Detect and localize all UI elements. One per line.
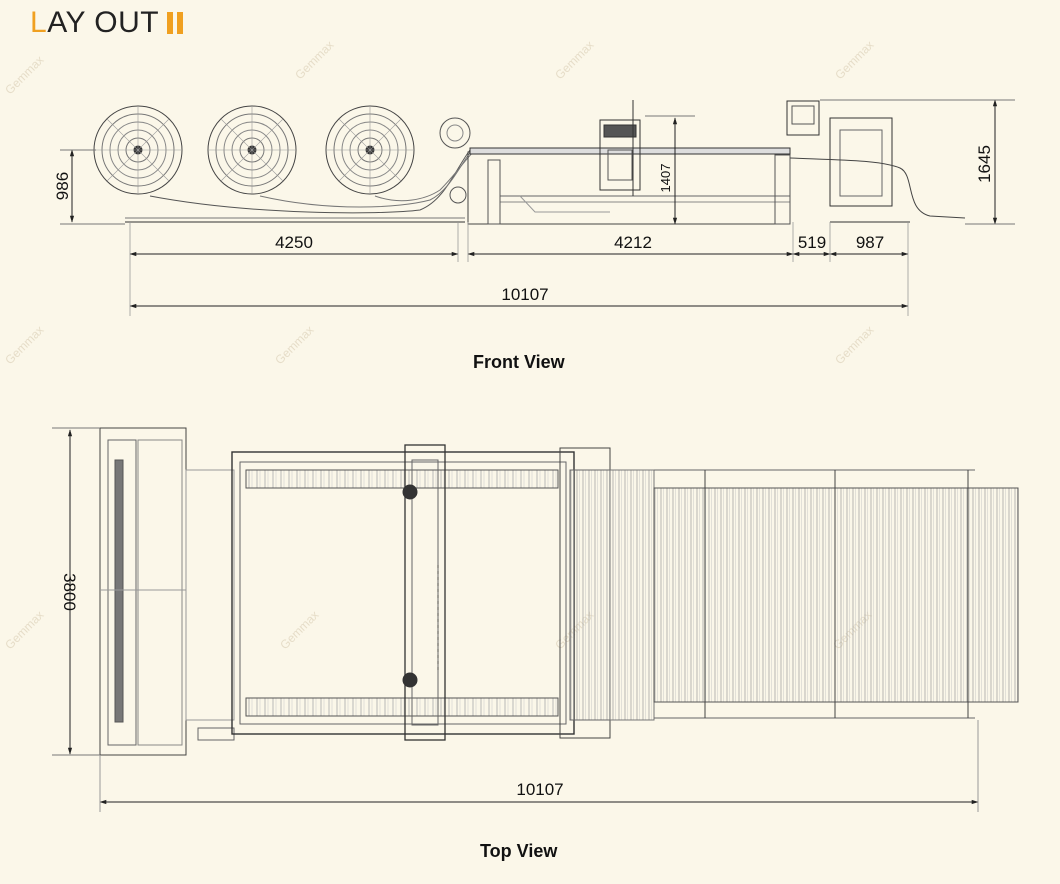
dim-overall-height: 1645 bbox=[975, 145, 994, 183]
front-view-dimension-labels: 986 1645 1407 4250 4212 519 987 10107 bbox=[53, 145, 994, 304]
title-accent-bars bbox=[167, 12, 185, 34]
title-first-letter: L bbox=[30, 6, 48, 39]
watermark: Gemmax bbox=[2, 53, 46, 97]
watermark: Gemmax bbox=[832, 323, 876, 367]
coil-2 bbox=[207, 105, 297, 195]
dim-width: 3800 bbox=[60, 573, 79, 611]
top-view-dimensions bbox=[52, 427, 979, 812]
dim-section-a: 519 bbox=[798, 233, 826, 252]
watermark: Gemmax bbox=[2, 323, 46, 367]
top-view-caption: Top View bbox=[480, 841, 558, 861]
dim-machine-section: 4212 bbox=[614, 233, 652, 252]
dim-total-length-top: 10107 bbox=[516, 780, 563, 799]
watermark: Gemmax bbox=[552, 38, 596, 82]
watermark: Gemmax bbox=[272, 323, 316, 367]
dim-coil-section: 4250 bbox=[275, 233, 313, 252]
front-view-dimensions bbox=[60, 99, 1015, 316]
watermark: Gemmax bbox=[832, 38, 876, 82]
title-text: AY OUT bbox=[47, 6, 160, 39]
watermark: Gemmax bbox=[292, 38, 336, 82]
dim-mast-height: 1407 bbox=[658, 164, 673, 193]
coil-3 bbox=[325, 105, 415, 195]
top-view-drawing bbox=[99, 427, 1019, 756]
layout-title: LAY OUT bbox=[30, 6, 159, 40]
dim-section-b: 987 bbox=[856, 233, 884, 252]
front-view-caption: Front View bbox=[473, 352, 565, 372]
dim-total-length-front: 10107 bbox=[501, 285, 548, 304]
top-view-dimension-labels: 3800 10107 bbox=[60, 573, 564, 799]
watermark: Gemmax bbox=[2, 608, 46, 652]
front-view-drawing bbox=[93, 100, 966, 225]
coil-1 bbox=[93, 105, 183, 195]
dim-height-left: 986 bbox=[53, 172, 72, 200]
watermark: Gemmax bbox=[277, 608, 321, 652]
